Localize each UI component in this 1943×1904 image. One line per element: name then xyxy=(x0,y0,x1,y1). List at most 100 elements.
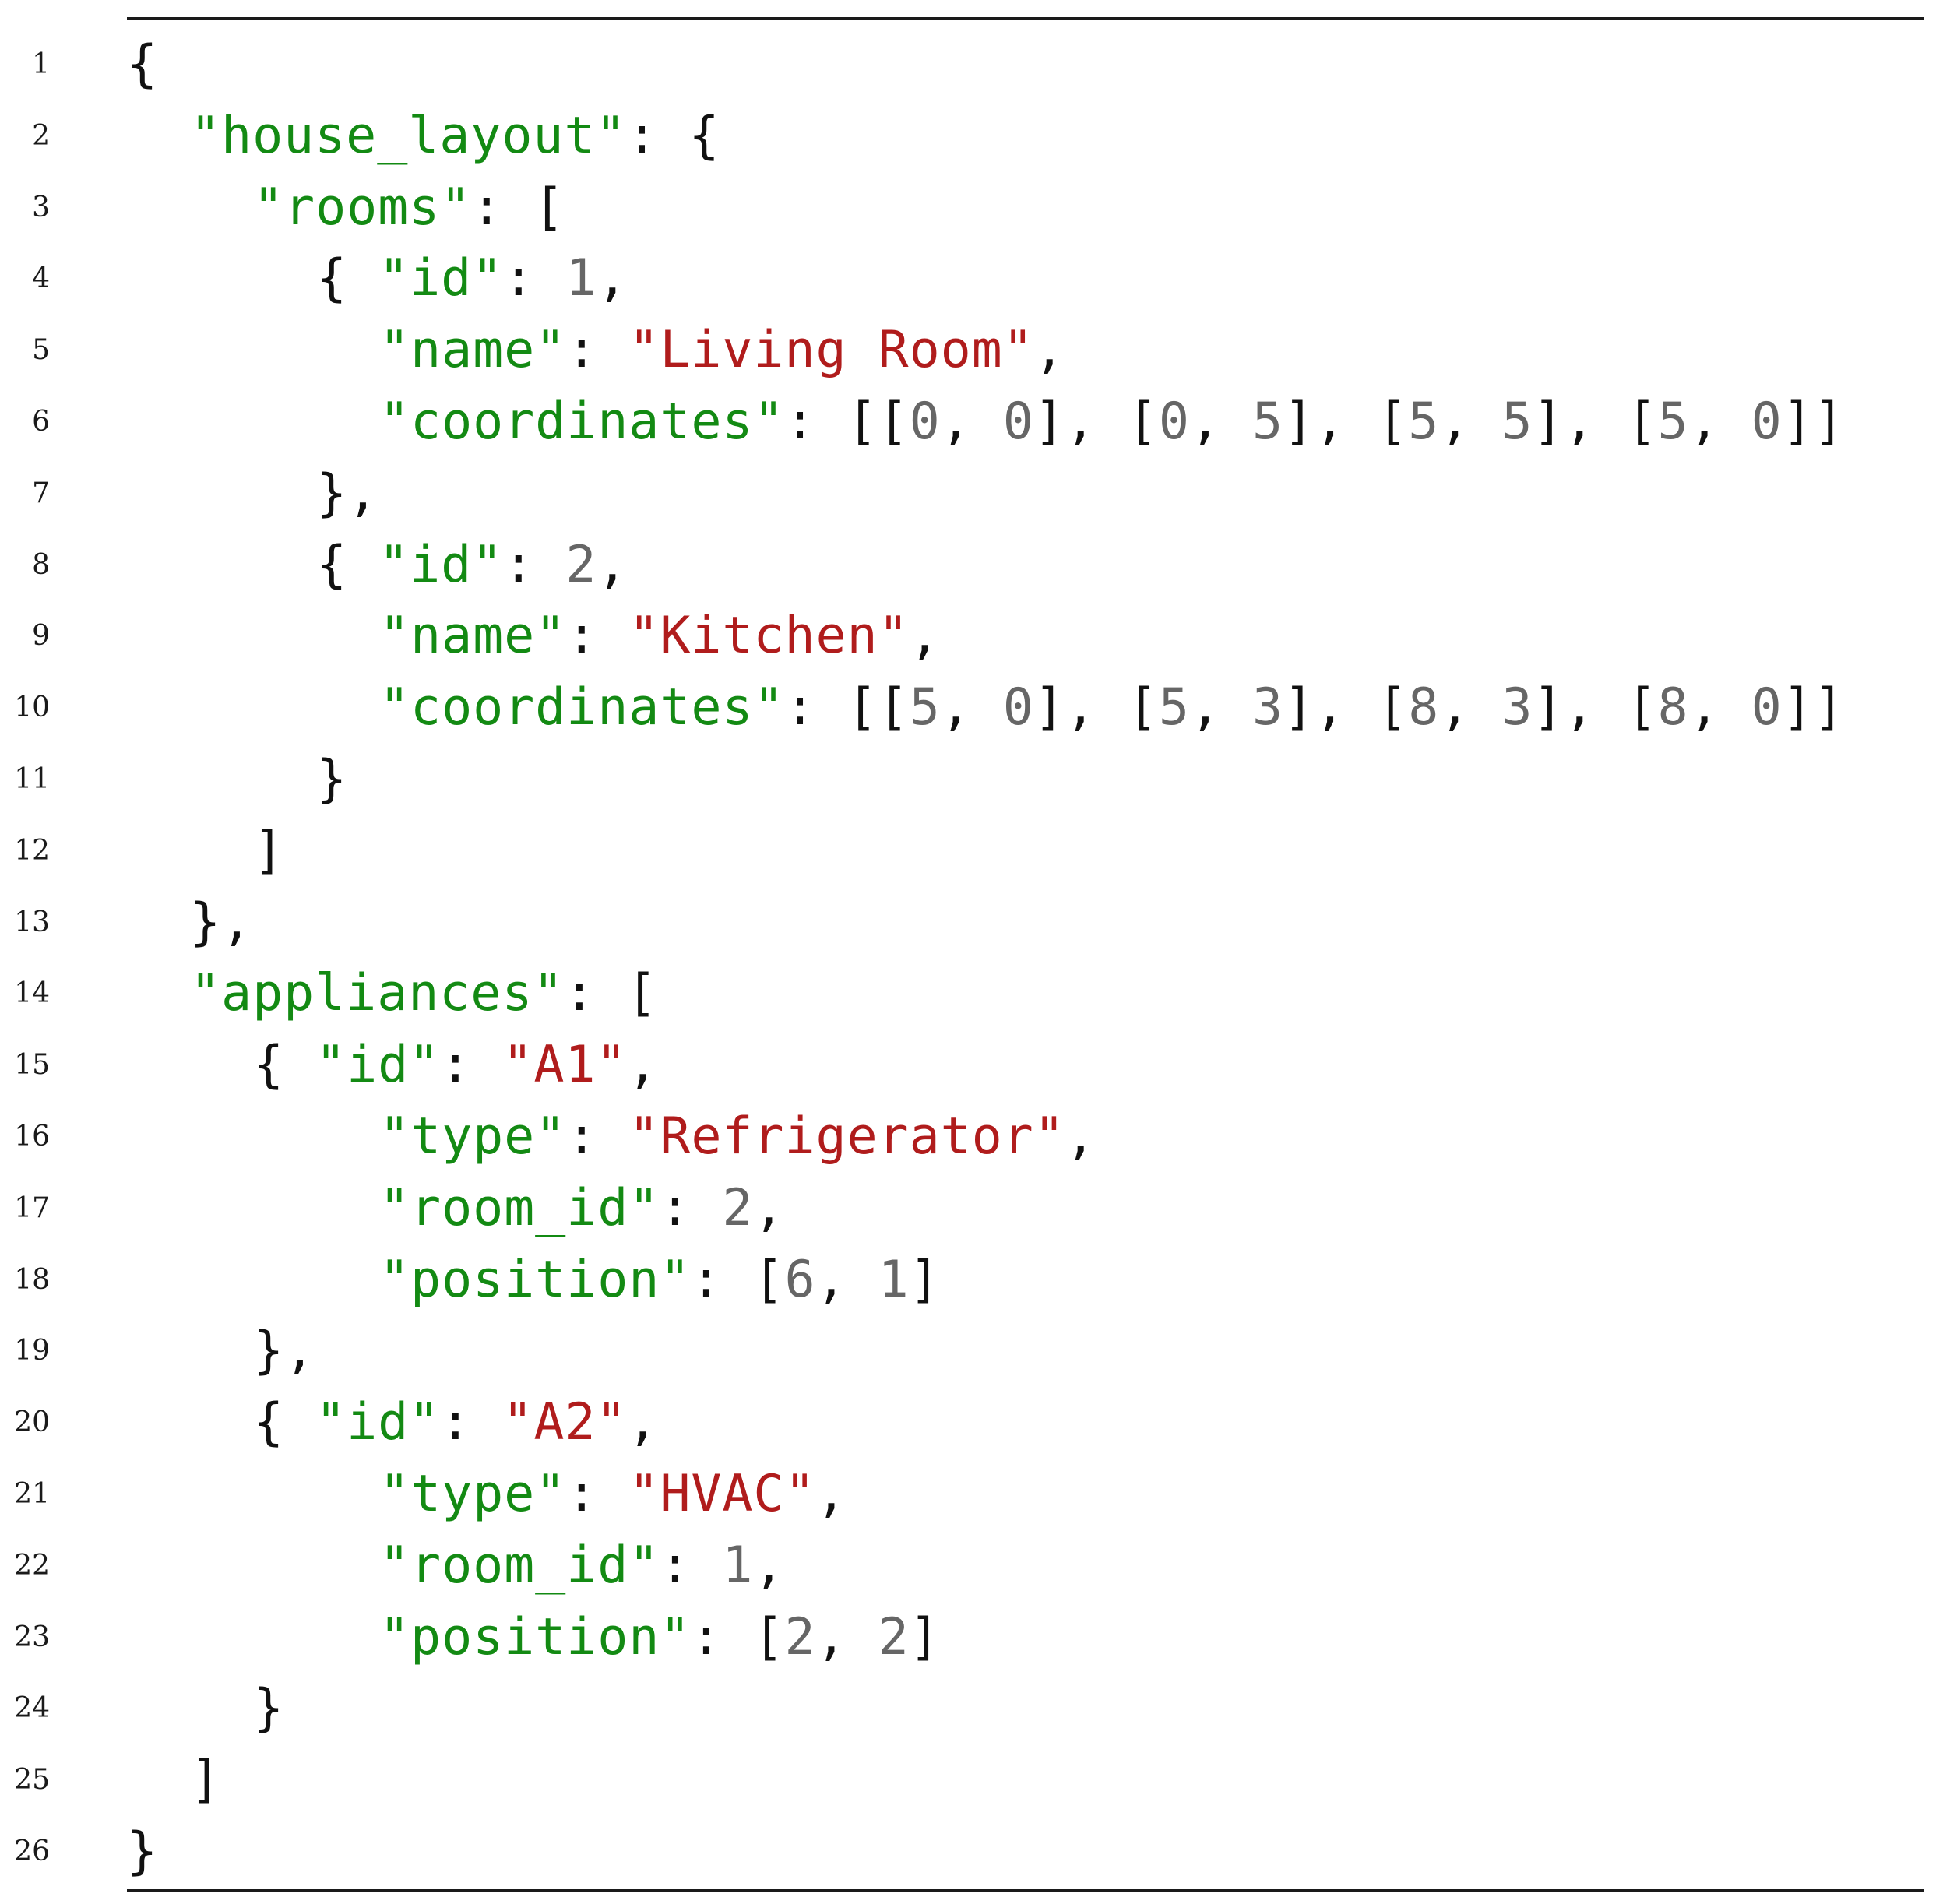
json-punctuation-token: }, xyxy=(190,892,253,952)
json-key-token: "room_id" xyxy=(379,1536,660,1595)
json-punctuation-token: , xyxy=(815,1250,878,1309)
json-punctuation-token: ] xyxy=(253,821,285,880)
json-number-token: 2 xyxy=(722,1178,754,1237)
json-punctuation-token: } xyxy=(127,1821,159,1881)
json-string-token: "HVAC" xyxy=(628,1464,816,1523)
code-text: "position": [6, 1] xyxy=(379,1244,941,1316)
json-key-token: "name" xyxy=(379,321,567,380)
code-text: }, xyxy=(316,458,378,530)
line-number: 17 xyxy=(14,1191,50,1224)
json-number-token: 0 xyxy=(1751,392,1783,451)
code-text: "type": "Refrigerator", xyxy=(379,1101,1096,1173)
code-text: { "id": "A1", xyxy=(253,1029,658,1101)
json-number-token: 1 xyxy=(722,1536,754,1595)
json-punctuation-token: , xyxy=(753,1536,785,1595)
json-punctuation-token: , xyxy=(1439,392,1502,451)
json-number-token: 0 xyxy=(1002,678,1034,737)
line-number: 10 xyxy=(14,692,50,724)
json-punctuation-token: , xyxy=(1189,392,1253,451)
json-key-token: "id" xyxy=(315,1393,441,1452)
json-number-token: 2 xyxy=(878,1607,910,1666)
json-punctuation-token: , xyxy=(1065,1107,1096,1166)
json-punctuation-token: , xyxy=(597,535,628,594)
json-punctuation-token: ], [ xyxy=(1533,392,1658,451)
json-punctuation-token: , xyxy=(627,1393,659,1452)
json-string-token: "A1" xyxy=(502,1036,628,1095)
code-text: "appliances": [ xyxy=(190,958,658,1029)
line-number: 4 xyxy=(32,262,50,295)
json-punctuation-token: : { xyxy=(626,106,720,165)
line-number: 6 xyxy=(32,405,50,438)
json-punctuation-token: , xyxy=(1688,678,1751,737)
json-punctuation-token: ], [ xyxy=(1283,678,1409,737)
line-number: 21 xyxy=(14,1477,50,1510)
json-string-token: "Living Room" xyxy=(628,321,1034,380)
line-number: 7 xyxy=(32,477,50,509)
json-punctuation-token: , xyxy=(597,249,628,308)
json-punctuation-token: : [ xyxy=(691,1607,785,1666)
json-punctuation-token: { xyxy=(253,1036,316,1095)
json-number-token: 0 xyxy=(1158,392,1190,451)
code-text: } xyxy=(127,1816,158,1888)
json-number-token: 2 xyxy=(565,535,597,594)
code-text: "name": "Living Room", xyxy=(379,315,1065,386)
json-punctuation-token: ] xyxy=(909,1250,941,1309)
code-text: "position": [2, 2] xyxy=(379,1602,941,1673)
json-number-token: 6 xyxy=(784,1250,816,1309)
json-number-token: 3 xyxy=(1501,678,1533,737)
line-number: 22 xyxy=(14,1549,50,1582)
json-key-token: "position" xyxy=(379,1250,692,1309)
json-key-token: "id" xyxy=(378,535,504,594)
json-number-token: 3 xyxy=(1252,678,1284,737)
json-punctuation-token: , xyxy=(940,392,1003,451)
line-number: 18 xyxy=(14,1263,50,1296)
code-text: "type": "HVAC", xyxy=(379,1459,847,1530)
json-number-token: 2 xyxy=(784,1607,816,1666)
code-text: "name": "Kitchen", xyxy=(379,600,941,672)
code-text: "coordinates": [[5, 0], [5, 3], [8, 3], … xyxy=(379,672,1845,744)
json-punctuation-token: ]] xyxy=(1782,678,1845,737)
json-punctuation-token: : xyxy=(566,607,629,666)
line-number: 15 xyxy=(14,1049,50,1082)
line-number: 12 xyxy=(14,834,50,867)
line-number: 3 xyxy=(32,191,50,223)
json-key-token: "id" xyxy=(378,249,504,308)
json-number-token: 5 xyxy=(909,678,941,737)
json-punctuation-token: ], [ xyxy=(1033,392,1159,451)
json-punctuation-token: ], [ xyxy=(1283,392,1409,451)
json-punctuation-token: , xyxy=(627,1036,659,1095)
json-key-token: "appliances" xyxy=(190,964,565,1023)
json-punctuation-token: : [ xyxy=(471,178,565,237)
line-number: 24 xyxy=(14,1692,50,1725)
json-number-token: 5 xyxy=(1408,392,1440,451)
json-key-token: "name" xyxy=(379,607,567,666)
json-key-token: "type" xyxy=(379,1464,567,1523)
json-punctuation-token: , xyxy=(1688,392,1751,451)
json-punctuation-token: : xyxy=(503,535,566,594)
json-punctuation-token: , xyxy=(909,607,941,666)
code-text: ] xyxy=(190,1744,221,1816)
code-text: { xyxy=(127,29,158,100)
json-punctuation-token: : xyxy=(660,1178,723,1237)
code-text: "house_layout": { xyxy=(190,100,720,172)
json-punctuation-token: : xyxy=(566,321,629,380)
json-string-token: "A2" xyxy=(502,1393,628,1452)
json-punctuation-token: ], [ xyxy=(1033,678,1159,737)
line-number: 25 xyxy=(14,1764,50,1797)
json-punctuation-token: ]] xyxy=(1782,392,1845,451)
json-punctuation-token: , xyxy=(1189,678,1253,737)
line-number: 20 xyxy=(14,1406,50,1439)
json-punctuation-token: } xyxy=(253,1679,285,1738)
json-number-token: 1 xyxy=(565,249,597,308)
json-punctuation-token: , xyxy=(1033,321,1065,380)
json-punctuation-token: ] xyxy=(190,1751,222,1810)
line-number: 19 xyxy=(14,1335,50,1367)
line-number: 9 xyxy=(32,620,50,653)
json-key-token: "room_id" xyxy=(379,1178,660,1237)
json-key-token: "id" xyxy=(315,1036,441,1095)
code-text: } xyxy=(316,744,347,815)
json-punctuation-token: : xyxy=(660,1536,723,1595)
json-string-token: "Kitchen" xyxy=(628,607,910,666)
json-punctuation-token: , xyxy=(815,1607,878,1666)
